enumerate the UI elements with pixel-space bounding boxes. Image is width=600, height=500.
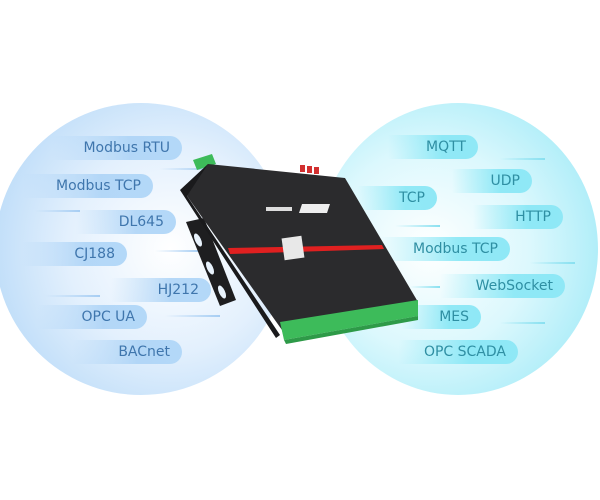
protocol-pill-opc-scada: OPC SCADA [398,340,518,364]
decor-line [395,225,440,227]
protocol-pill-bacnet: BACnet [72,340,182,364]
decor-line [410,286,440,288]
protocol-pill-modbus-tcp-north: Modbus TCP [380,237,510,261]
protocol-pill-opc-ua: OPC UA [37,305,147,329]
top-connector [193,154,216,170]
decor-line [35,210,80,212]
decor-line [155,250,200,252]
device-side [180,164,280,338]
protocol-pill-modbus-tcp: Modbus TCP [23,174,153,198]
red-stripe [228,245,384,254]
protocol-pill-dl645: DL645 [76,210,176,234]
protocol-pill-http: HTTP [473,205,563,229]
decor-line [530,262,575,264]
qr-code [281,235,305,261]
protocol-pill-modbus-rtu: Modbus RTU [52,136,182,160]
antenna-connectors [300,165,319,174]
decor-line [165,315,220,317]
protocol-pill-cj188: CJ188 [22,242,127,266]
decor-line [500,158,545,160]
protocol-pill-tcp: TCP [357,186,437,210]
terminal-blocks [280,300,418,344]
protocol-pill-mqtt: MQTT [388,135,478,159]
brand-logo [266,207,292,211]
protocol-pill-udp: UDP [452,169,532,193]
protocol-pill-websocket: WebSocket [440,274,565,298]
mounting-bracket [186,218,236,306]
decor-line [500,322,545,324]
decor-line [160,168,210,170]
model-logo [299,204,330,213]
protocol-pill-hj212: HJ212 [111,278,211,302]
decor-line [45,295,100,297]
